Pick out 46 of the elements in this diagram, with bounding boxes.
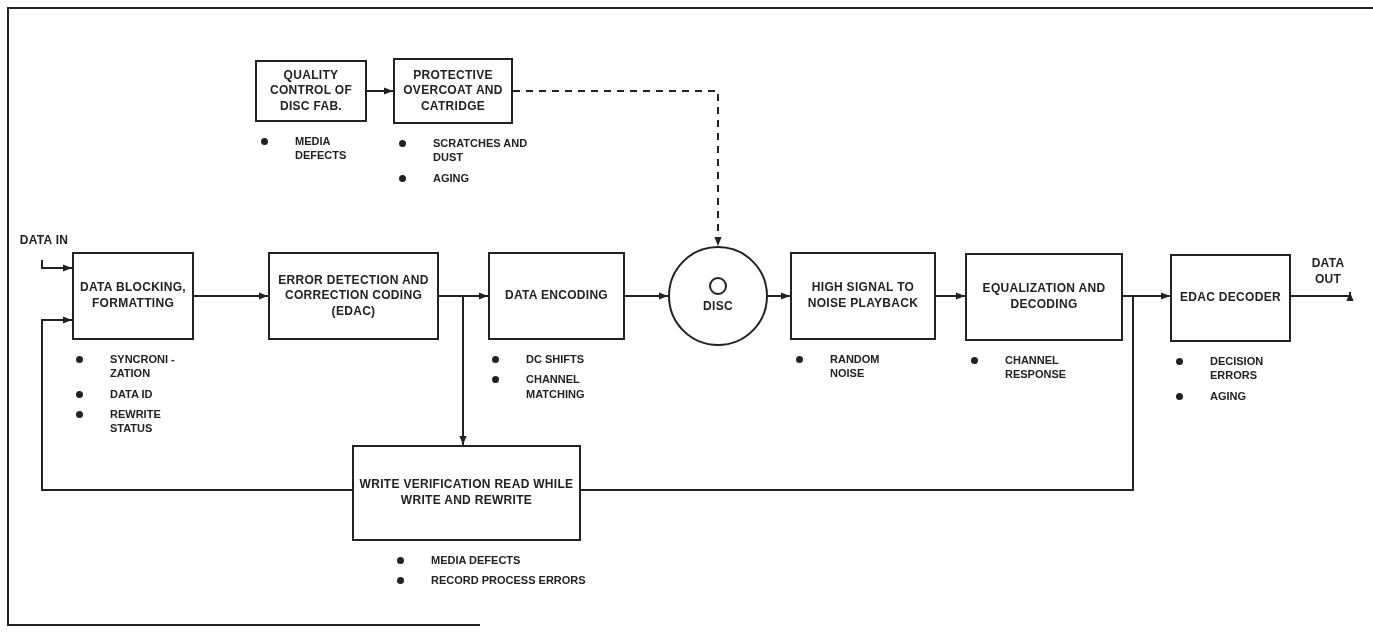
bullet-note: SYNCRONI - ZATION [76, 352, 206, 381]
bullet-note: AGING [399, 170, 559, 185]
box-label: PROTECTIVE OVERCOAT AND CATRIDGE [402, 67, 504, 115]
process-box [352, 445, 581, 541]
bullet-note: DC SHIFTS [492, 352, 612, 367]
process-box [790, 252, 936, 340]
io-label: DATA OUT [1310, 256, 1346, 288]
arrow [935, 292, 966, 300]
process-box [268, 252, 439, 340]
process-box [255, 60, 367, 122]
bullet-note: REWRITE STATUS [76, 406, 206, 436]
box-label: WRITE VERIFICATION READ WHILE WRITE AND REWRITE [358, 477, 575, 509]
bullet-note: SCRATCHES AND DUST [399, 136, 559, 165]
io-label: DATA IN [18, 233, 70, 249]
box-label: DATA ENCODING [504, 288, 609, 304]
bullet-note: DATA ID [76, 386, 206, 401]
process-box [1170, 254, 1291, 342]
process-box [965, 253, 1123, 341]
box-label: EQUALIZATION AND DECODING [981, 281, 1107, 313]
arrow [41, 259, 73, 272]
bullet-note: CHANNEL MATCHING [492, 372, 612, 401]
bullet-note: MEDIA DEFECTS [261, 134, 371, 163]
arrow [438, 295, 467, 446]
arrow [366, 87, 394, 95]
bullet-note: AGING [1176, 388, 1296, 403]
box-label: DISC [702, 299, 734, 315]
box-label: QUALITY CONTROL OF DISC FAB. [268, 67, 354, 115]
bullet-note: MEDIA DEFECTS [397, 553, 586, 568]
box-label: EDAC DECODER [1179, 290, 1282, 306]
process-box [393, 58, 513, 124]
process-box [488, 252, 625, 340]
arrow [767, 292, 791, 300]
bullet-note: DECISION ERRORS [1176, 354, 1296, 383]
box-label: DATA BLOCKING, FORMATTING [79, 280, 187, 312]
bullet-note: RECORD PROCESS ERRORS [397, 573, 586, 588]
arrow [1290, 291, 1354, 301]
dashed-arrow [512, 90, 722, 247]
bullet-note: RANDOM NOISE [796, 352, 916, 381]
connector-line [580, 295, 1134, 491]
process-box [72, 252, 194, 340]
bullet-note: CHANNEL RESPONSE [971, 353, 1091, 382]
arrow [41, 316, 353, 491]
box-label: HIGH SIGNAL TO NOISE PLAYBACK [806, 280, 920, 312]
arrow [193, 292, 269, 300]
arrow [624, 292, 669, 300]
box-label: ERROR DETECTION AND CORRECTION CODING (EDAC) [277, 272, 430, 320]
